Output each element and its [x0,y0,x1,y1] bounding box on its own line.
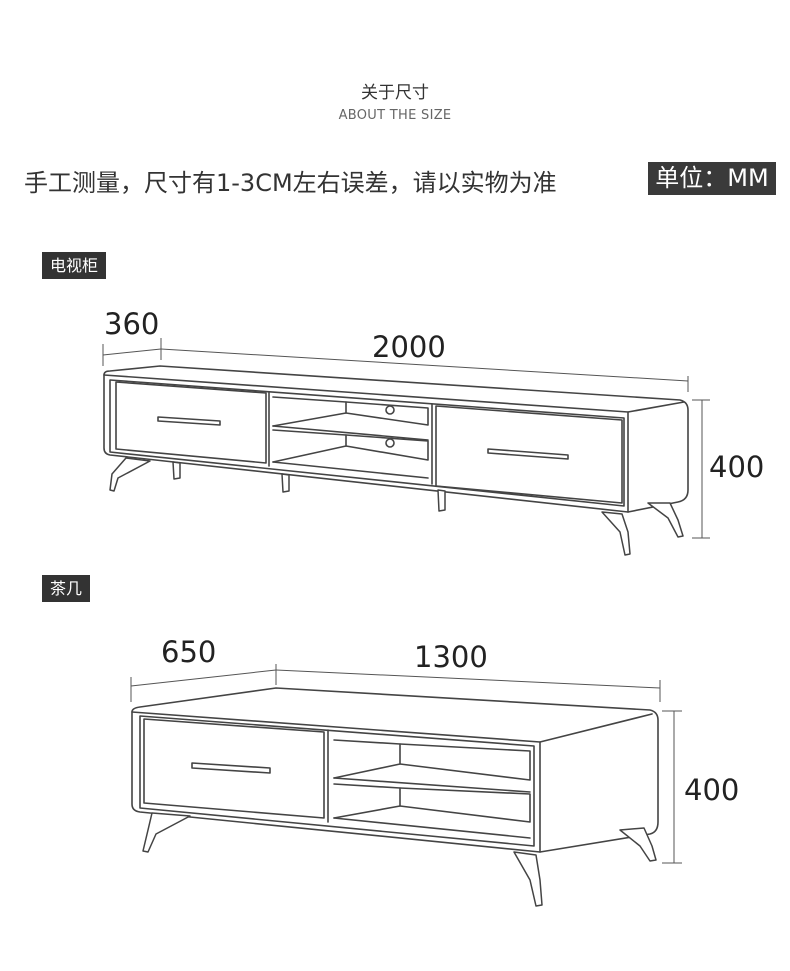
coffee-table-dimension-lines [130,664,682,864]
tv-cabinet-label: 电视柜 [42,252,107,279]
coffee-table-label: 茶几 [42,575,91,602]
tv-cabinet-drawing [102,338,710,556]
section-title: 关于尺寸 [361,83,429,103]
tv-cabinet-length-label: 2000 [372,330,446,364]
coffee-table-body [131,687,659,853]
coffee-table-drawing [130,664,682,907]
tv-cabinet-body [103,365,689,513]
measurement-note: 手工测量，尺寸有1-3CM左右误差，请以实物为准 [24,169,557,197]
tv-cabinet-height-label: 400 [709,450,765,484]
tv-cabinet-legs [109,457,684,556]
coffee-table-height-label: 400 [684,773,740,807]
section-subtitle: ABOUT THE SIZE [338,108,452,123]
coffee-table-depth-label: 650 [161,635,217,669]
unit-badge: 单位：MM [648,162,776,195]
coffee-table-legs [142,812,657,907]
tv-cabinet-dimension-lines [102,338,710,539]
tv-cabinet-depth-label: 360 [104,307,160,341]
coffee-table-length-label: 1300 [414,640,488,674]
